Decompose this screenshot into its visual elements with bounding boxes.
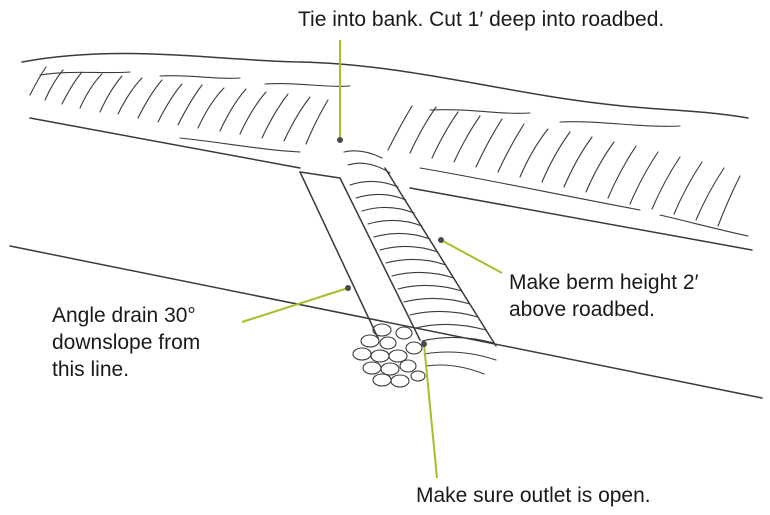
leader-berm-height [441, 240, 502, 273]
leader-angle-drain-dot [345, 285, 351, 291]
rock-apron [353, 324, 425, 387]
annotation-berm-height: Make berm height 2′ above roadbed. [509, 269, 699, 323]
bank-top-edge [22, 54, 748, 118]
berm-outer-edge [385, 168, 496, 346]
leader-tie-into-bank-dot [337, 137, 343, 143]
bank-face-hatching [30, 67, 740, 226]
annotation-berm-height-line-2: above roadbed. [509, 296, 699, 323]
annotation-outlet-open: Make sure outlet is open. [416, 482, 651, 509]
annotation-angle-drain: Angle drain 30° downslope from this line… [52, 302, 200, 383]
annotation-berm-height-line-1: Make berm height 2′ [509, 269, 699, 296]
leader-outlet-dot [421, 341, 427, 347]
annotation-angle-drain-line-1: Angle drain 30° [52, 302, 200, 329]
annotation-angle-drain-line-3: this line. [52, 356, 200, 383]
leader-angle-drain [242, 288, 348, 322]
leader-berm-height-dot [438, 237, 444, 243]
bank-top-edge-detail [40, 72, 680, 126]
leader-outlet [424, 344, 437, 478]
annotation-angle-drain-line-2: downslope from [52, 329, 200, 356]
annotation-tie-into-bank: Tie into bank. Cut 1′ deep into roadbed. [298, 6, 664, 33]
